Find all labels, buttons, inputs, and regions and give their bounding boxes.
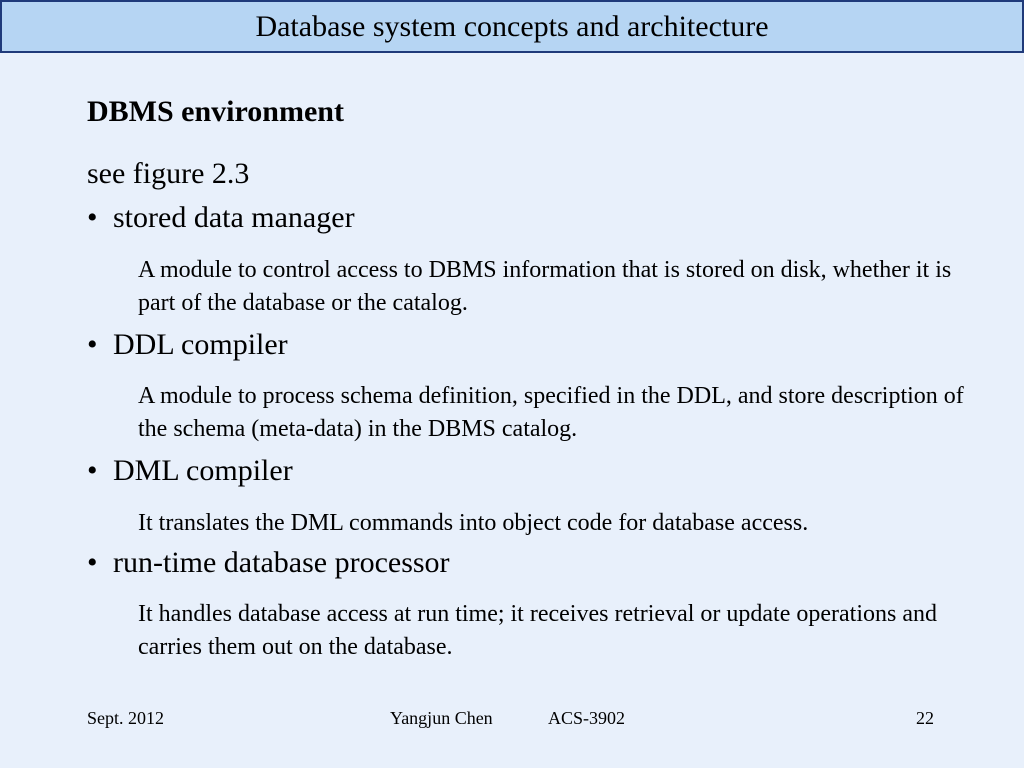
intro-text: see figure 2.3 [87,157,250,190]
bullet-label: DDL compiler [113,328,288,361]
footer-date: Sept. 2012 [87,708,165,728]
footer-page-number: 22 [916,708,934,728]
bullet-item-dml-compiler: • DML compiler [87,451,293,491]
bullet-label: run-time database processor [113,546,450,579]
bullet-description-stored-data-manager: A module to control access to DBMS infor… [138,257,952,316]
bullet-description-run-time-database-processor: It handles database access at run time; … [138,601,937,660]
footer-author: Yangjun Chen [390,708,493,728]
bullet-label: stored data manager [113,201,355,234]
bullet-item-run-time-database-processor: • run-time database processor [87,543,450,583]
bullet-icon: • [87,201,98,234]
section-heading: DBMS environment [87,95,344,128]
bullet-description-ddl-compiler: A module to process schema definition, s… [138,383,964,442]
footer-course: ACS-3902 [548,708,626,728]
bullet-icon: • [87,454,98,487]
slide-title: Database system concepts and architectur… [255,9,769,43]
bullet-icon: • [87,328,98,361]
bullet-item-stored-data-manager: • stored data manager [87,198,355,238]
bullet-icon: • [87,546,98,579]
bullet-label: DML compiler [113,454,293,487]
bullet-item-ddl-compiler: • DDL compiler [87,325,288,365]
bullet-description-dml-compiler: It translates the DML commands into obje… [138,510,809,536]
slide-title-bar: Database system concepts and architectur… [0,0,1024,53]
